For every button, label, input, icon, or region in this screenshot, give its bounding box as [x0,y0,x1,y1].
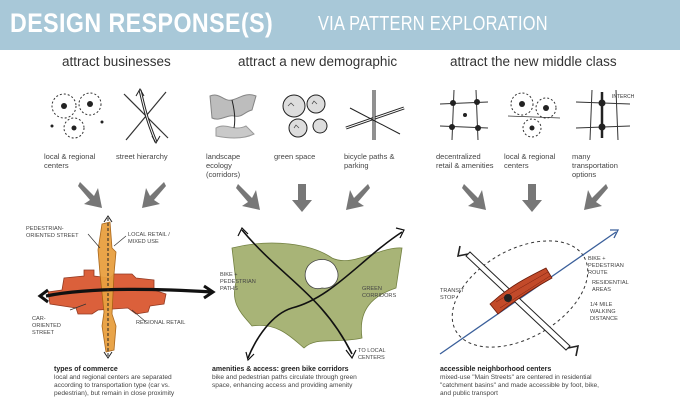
bicycle-paths-sketch [344,88,406,142]
sketch-caption-landscape-ecology: landscape ecology (corridors) [206,152,266,179]
down-arrow-icon [460,180,490,214]
label-to-local-centers: TO LOCAL CENTERS [358,348,400,362]
description-body: local and regional centers are separated… [54,374,202,398]
label-residential-areas: RESIDENTIAL AREAS [592,280,634,294]
down-arrow-icon [290,182,314,214]
sketch-caption-green-space: green space [274,152,334,161]
label-walking-distance: 1/4 MILE WALKING DISTANCE [590,302,636,323]
label-car-street: CAR-ORIENTED STREET [32,316,74,337]
label-pedestrian-street: PEDESTRIAN-ORIENTED STREET [26,226,82,240]
down-arrow-icon [76,178,106,212]
down-arrow-icon [138,178,168,212]
down-arrow-icon [580,180,610,214]
label-regional-retail: REGIONAL RETAIL [136,320,186,327]
down-arrow-icon [520,182,544,214]
description-title: amenities & access: green bike corridors [212,366,362,374]
down-arrow-icon [234,180,264,214]
banner-title: DESIGN RESPONSE(S) [10,8,273,39]
title-banner: DESIGN RESPONSE(S) VIA PATTERN EXPLORATI… [0,0,680,50]
local-regional-centers-sketch [44,86,110,142]
landscape-ecology-sketch [206,88,262,142]
sketch-caption-bicycle-paths: bicycle paths & parking [344,152,408,170]
banner-subtitle: VIA PATTERN EXPLORATION [318,13,548,36]
description-commerce: types of commerce local and regional cen… [54,366,202,398]
description-body: mixed-use "Main Streets" are centered in… [440,374,600,398]
svg-text:INTERCHANGES: INTERCHANGES [612,94,634,100]
street-hierarchy-sketch [116,86,176,146]
sketch-caption-local-regional-2: local & regional centers [504,152,564,170]
description-title: types of commerce [54,366,202,374]
transportation-options-sketch: INTERCHANGES [572,88,634,142]
sketch-caption-local-regional: local & regional centers [44,152,110,170]
column-heading-middle-class: attract the new middle class [450,54,617,69]
local-regional-centers-sketch-2 [504,88,564,142]
label-green-corridors: GREEN CORRIDORS [362,286,402,300]
column-heading-demographic: attract a new demographic [238,54,397,69]
sketch-caption-transportation-options: many transportation options [572,152,636,179]
decentralized-retail-sketch [436,88,492,142]
label-bike-paths: BIKE + PEDESTRIAN PATHS [220,272,266,293]
column-heading-businesses: attract businesses [62,54,171,69]
sketch-caption-decentralized-retail: decentralized retail & amenities [436,152,498,170]
down-arrow-icon [342,180,372,214]
label-transit-stop: TRANSIT STOP [440,288,472,302]
green-space-sketch [274,88,334,142]
description-green-corridors: amenities & access: green bike corridors… [212,366,362,390]
sketch-caption-street-hierarchy: street hierarchy [116,152,176,161]
description-title: accessible neighborhood centers [440,366,600,374]
label-bike-route: BIKE + PEDESTRIAN ROUTE [588,256,636,277]
label-local-retail: LOCAL RETAIL / MIXED USE [128,232,186,246]
description-neighborhood-centers: accessible neighborhood centers mixed-us… [440,366,600,398]
description-body: bike and pedestrian paths circulate thro… [212,374,362,390]
